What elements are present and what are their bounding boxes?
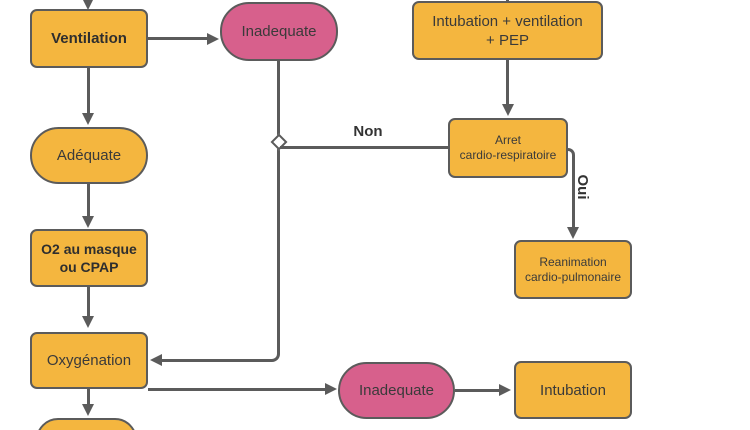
node-o2-masque-line2: ou CPAP [59, 259, 119, 275]
node-inadequate-ventilation-label: Inadequate [241, 23, 317, 40]
arrowhead-into-adequate [82, 113, 94, 125]
connector-adequate-o2 [87, 184, 90, 217]
arrowhead-into-ventilation [82, 0, 94, 10]
node-reanimation-line1: Reanimation [539, 254, 607, 269]
node-arret-cardio[interactable]: Arret cardio-respiratoire [448, 118, 568, 178]
arrowhead-into-o2 [82, 216, 94, 228]
node-ventilation[interactable]: Ventilation [30, 9, 148, 68]
node-inadequate-ventilation[interactable]: Inadequate [220, 2, 338, 61]
node-reanimation-line2: cardio-pulmonaire [524, 269, 622, 284]
edge-label-non: Non [353, 123, 383, 140]
connector-oxygenation-bottom [87, 389, 90, 405]
node-oxygenation[interactable]: Oxygénation [30, 332, 148, 389]
node-intubation-label: Intubation [540, 381, 606, 399]
node-o2-masque[interactable]: O2 au masque ou CPAP [30, 229, 148, 287]
node-ventilation-label: Ventilation [51, 30, 127, 47]
node-intubation-ventilation-pep-line1: Intubation + ventilation [432, 12, 583, 30]
node-arret-cardio-line1: Arret [494, 133, 521, 147]
node-arret-cardio-line2: cardio-respiratoire [459, 148, 557, 162]
arrowhead-ventilation-inadequate [207, 33, 219, 45]
node-o2-masque-line1: O2 au masque [41, 241, 137, 257]
connector-non-branch [280, 146, 448, 149]
connector-inadequate-intubation [455, 389, 500, 392]
arrowhead-into-oxygenation-top [82, 316, 94, 328]
arrowhead-into-arret [502, 104, 514, 116]
connector-inadequate-to-oxygenation [160, 61, 280, 362]
connector-o2-oxygenation [87, 287, 90, 317]
node-intubation-ventilation-pep[interactable]: Intubation + ventilation + PEP [412, 1, 603, 60]
connector-intubationpep-arret [506, 60, 509, 105]
arrowhead-into-inadequate2 [325, 383, 337, 395]
node-partial-terminator[interactable] [36, 418, 137, 430]
connector-oxygenation-inadequate [148, 388, 326, 391]
node-intubation[interactable]: Intubation [514, 361, 632, 419]
node-adequate-label: Adéquate [56, 147, 122, 164]
edge-label-oui: Oui [574, 174, 591, 200]
arrowhead-into-intubation [499, 384, 511, 396]
arrowhead-into-oxygenation [150, 354, 162, 366]
node-inadequate-oxygenation[interactable]: Inadequate [338, 362, 455, 419]
node-inadequate-oxygenation-label: Inadequate [358, 382, 435, 399]
connector-ventilation-inadequate [148, 37, 208, 40]
node-intubation-ventilation-pep-line2: + PEP [486, 31, 529, 49]
node-reanimation[interactable]: Reanimation cardio-pulmonaire [514, 240, 632, 299]
arrowhead-into-bottom-terminator [82, 404, 94, 416]
node-adequate[interactable]: Adéquate [30, 127, 148, 184]
arrowhead-into-reanimation [567, 227, 579, 239]
node-oxygenation-label: Oxygénation [46, 352, 132, 369]
connector-oui-branch [568, 148, 575, 229]
connector-ventilation-adequate [87, 68, 90, 113]
